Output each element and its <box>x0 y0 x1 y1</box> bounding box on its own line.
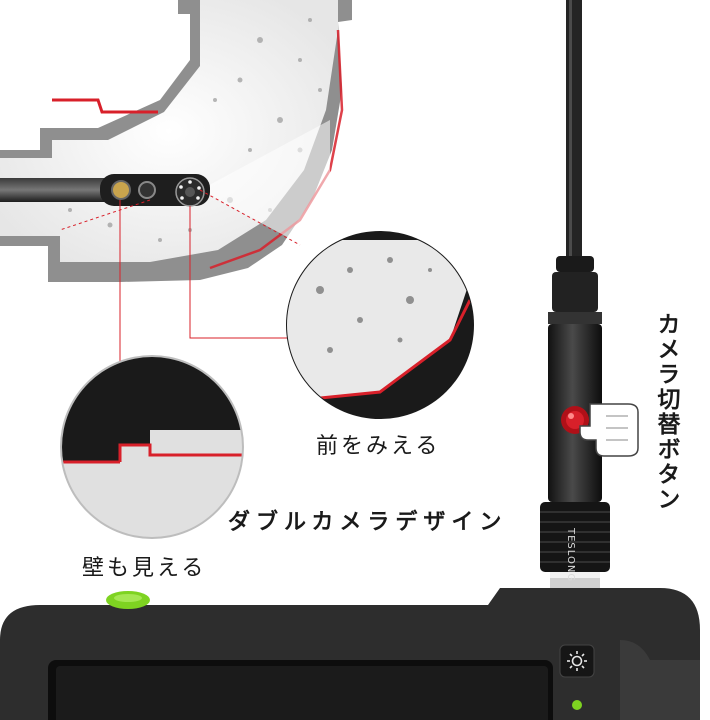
front-view-magnifier <box>286 231 474 419</box>
callout-lines <box>59 189 301 362</box>
front-view-label: 前をみえる <box>316 434 441 459</box>
wall-view-magnifier <box>60 355 244 539</box>
monitor-device <box>0 588 700 720</box>
probe-cable-handle <box>540 0 610 594</box>
dual-camera-label: ダブルカメラデザイン <box>228 510 508 535</box>
brand-logo-text: TESLONG <box>565 528 576 583</box>
camera-switch-label: カメラ切替ボタン <box>653 312 679 512</box>
sun-icon <box>567 651 587 671</box>
wall-view-label: 壁も見える <box>82 556 207 581</box>
brightness-button[interactable] <box>559 644 595 678</box>
power-indicator-icon <box>572 700 582 710</box>
camera-probe <box>0 174 210 207</box>
pointing-hand-icon <box>579 403 639 457</box>
pipe-cross-section <box>0 0 352 282</box>
